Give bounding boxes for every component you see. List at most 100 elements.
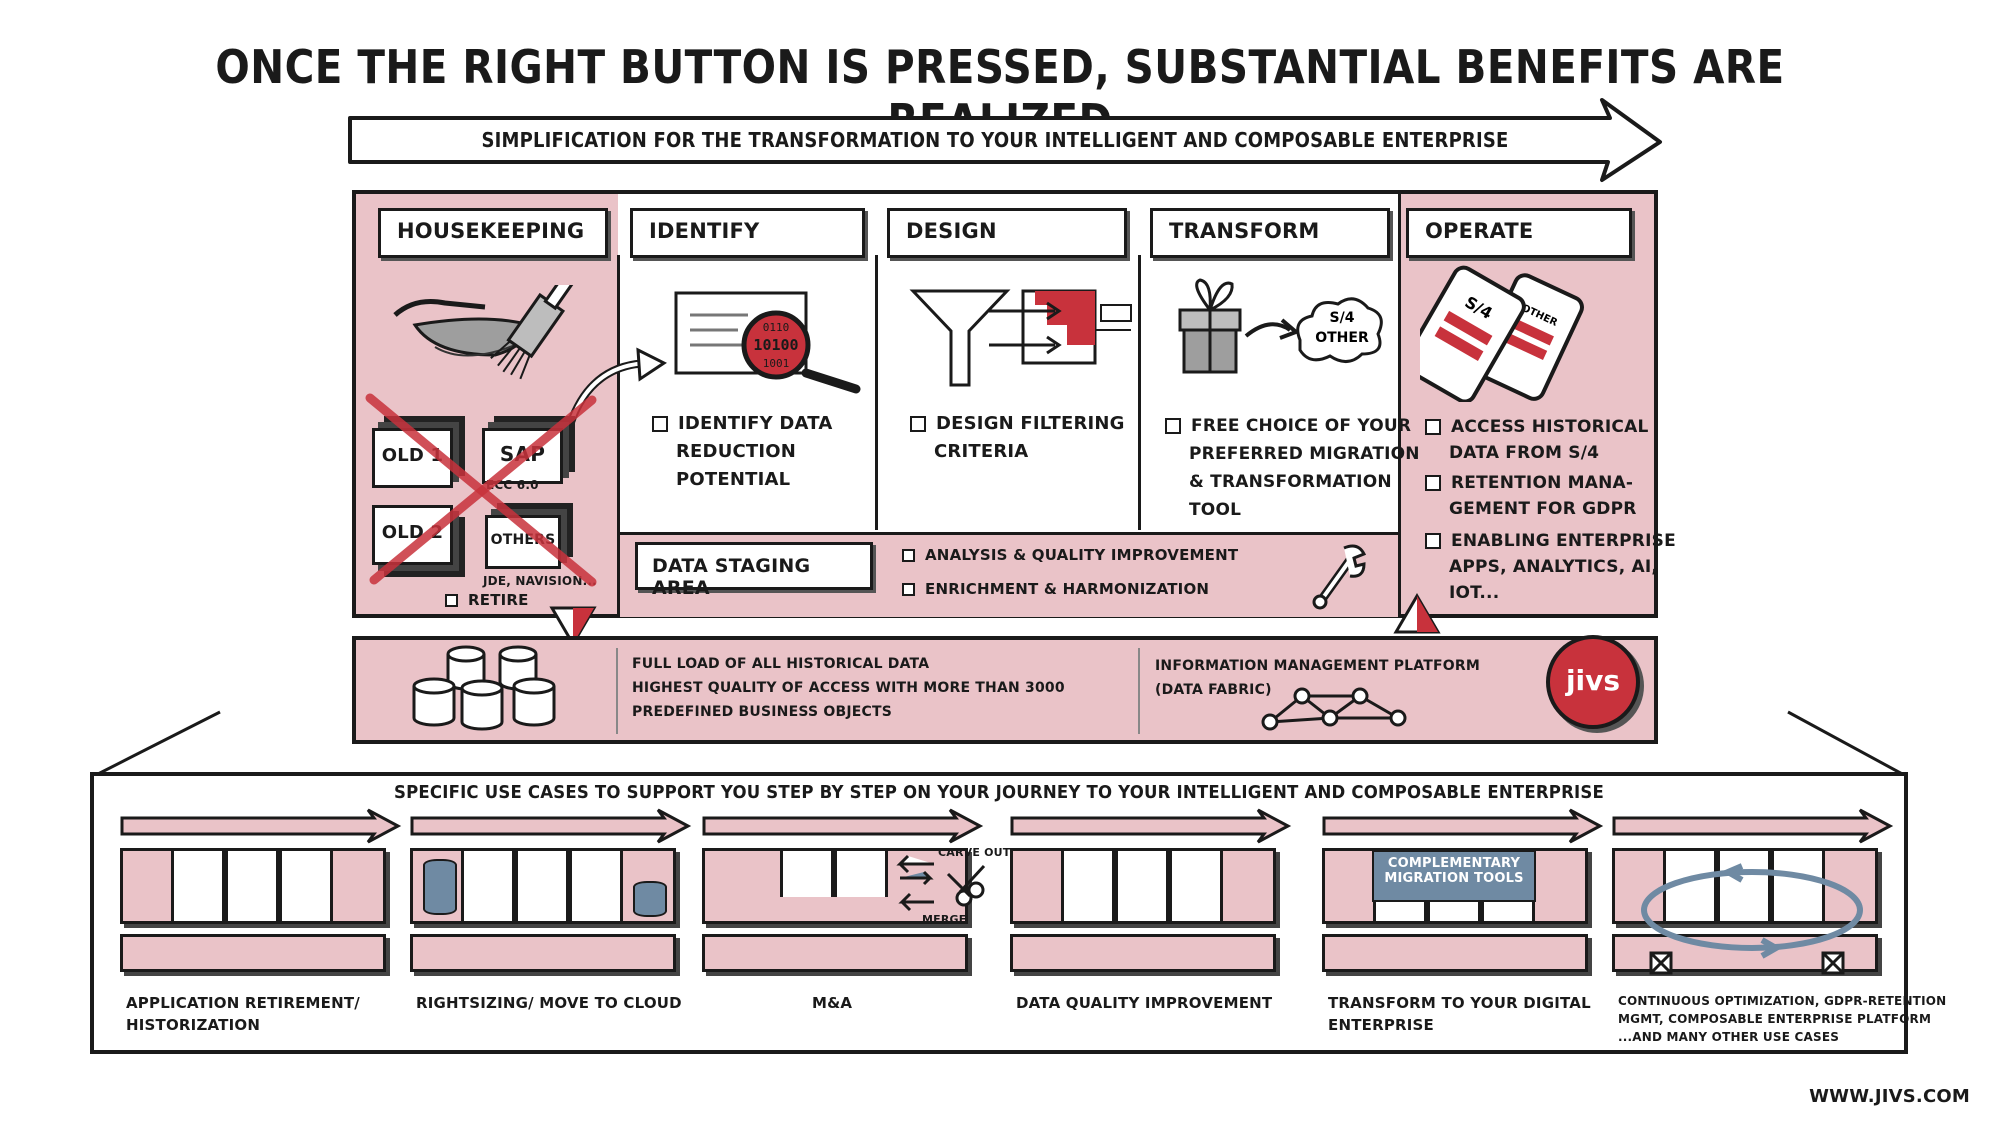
merge-label: MERGE <box>922 913 967 926</box>
binary-line: 0110 <box>763 321 790 334</box>
use-case-arrow <box>702 808 984 844</box>
complementary-tools-box: COMPLEMENTARY MIGRATION TOOLS <box>1372 850 1536 902</box>
use-case-cell <box>279 851 333 921</box>
staging-items: ANALYSIS & QUALITY IMPROVEMENT ENRICHMEN… <box>902 538 1238 606</box>
phase-transform-label: TRANSFORM <box>1150 208 1390 258</box>
use-case-cell <box>569 851 623 921</box>
cylinder-icon <box>423 859 457 915</box>
others-subtitle: JDE, NAVISION... <box>483 574 597 588</box>
banner-text: SIMPLIFICATION FOR THE TRANSFORMATION TO… <box>481 128 1509 152</box>
use-case-cell <box>780 851 834 897</box>
operate-item: ENABLING ENTERPRISE <box>1425 528 1676 554</box>
binary-line: 10100 <box>753 336 798 354</box>
use-case-label: RIGHTSIZING/ MOVE TO CLOUD <box>416 994 682 1012</box>
phase-operate-label: OPERATE <box>1406 208 1632 258</box>
down-triangle-icon <box>549 606 597 647</box>
use-cases-heading: SPECIFIC USE CASES TO SUPPORT YOU STEP B… <box>393 782 1605 803</box>
wrench-icon <box>1312 544 1367 610</box>
phase-identify-label: IDENTIFY <box>630 208 865 258</box>
checkbox-icon <box>1425 533 1441 549</box>
scissors-arrows-icon <box>896 854 986 912</box>
carve-out-label: CARVE OUT <box>938 846 1011 859</box>
use-case-base-bar <box>120 934 386 972</box>
use-case-arrow <box>1612 808 1894 844</box>
column-divider <box>1398 194 1401 614</box>
cloud-label: OTHER <box>1315 330 1369 346</box>
use-case-base-bar <box>702 934 968 972</box>
platform-right-text: INFORMATION MANAGEMENT PLATFORM (DATA FA… <box>1155 658 1480 698</box>
operate-column <box>1400 194 1654 614</box>
use-case-arrow <box>410 808 692 844</box>
phase-design-label: DESIGN <box>887 208 1127 258</box>
operate-items: ACCESS HISTORICAL DATA FROM S/4 RETENTIO… <box>1425 414 1676 606</box>
use-case-base-bar <box>1010 934 1276 972</box>
use-case-system-block <box>702 848 968 924</box>
red-cross-icon <box>365 393 597 587</box>
platform-divider <box>616 648 618 734</box>
operate-item: RETENTION MANA- <box>1425 470 1676 496</box>
use-case-cell <box>834 851 888 897</box>
retire-item: RETIRE <box>445 588 529 612</box>
staging-label: DATA STAGING AREA <box>635 542 873 599</box>
use-case-cell <box>515 851 569 921</box>
use-case-cell <box>1717 851 1771 921</box>
use-case-cell <box>171 851 225 921</box>
use-case-cell <box>1771 851 1825 921</box>
checkbox-icon <box>910 416 926 432</box>
use-case-system-block <box>1010 848 1276 924</box>
tablets-icon: OTHER S/4 <box>1420 265 1584 402</box>
use-case-label: M&A <box>812 994 853 1012</box>
use-case-label: APPLICATION RETIREMENT/HISTORIZATION <box>126 994 360 1034</box>
cloud-label: S/4 <box>1330 310 1355 326</box>
checkbox-icon <box>1425 419 1441 435</box>
checkbox-icon <box>1165 418 1181 434</box>
staging-item: ENRICHMENT & HARMONIZATION <box>902 572 1238 606</box>
platform-strip <box>352 636 1658 744</box>
use-case-cell <box>461 851 515 921</box>
use-case-label: DATA QUALITY IMPROVEMENT <box>1016 994 1273 1012</box>
use-case-cell <box>1169 851 1223 921</box>
operate-item: ACCESS HISTORICAL <box>1425 414 1676 440</box>
up-triangle-icon <box>1393 593 1441 634</box>
identify-item: IDENTIFY DATA REDUCTION POTENTIAL <box>652 410 832 494</box>
use-case-cell <box>225 851 279 921</box>
crossed-box-icon <box>1649 951 1673 975</box>
database-stack-icon <box>412 645 556 731</box>
footer-url[interactable]: WWW.JIVS.COM <box>1809 1086 1970 1107</box>
use-case-arrow <box>120 808 402 844</box>
column-divider <box>617 255 620 615</box>
use-case-arrow <box>1322 808 1604 844</box>
column-divider <box>875 255 878 530</box>
phase-housekeeping-label: HOUSEKEEPING <box>378 208 608 258</box>
design-item: DESIGN FILTERING CRITERIA <box>910 410 1125 466</box>
cylinder-icon <box>633 881 667 917</box>
checkbox-icon <box>445 594 458 607</box>
network-graph-icon <box>1261 687 1407 731</box>
use-case-cell <box>1115 851 1169 921</box>
use-case-system-block <box>410 848 676 924</box>
jivs-logo: jivs <box>1546 635 1640 729</box>
use-cases-panel <box>90 772 1908 1054</box>
gift-cloud-icon: S/4 OTHER <box>1178 278 1383 374</box>
use-case-system-block <box>120 848 386 924</box>
checkbox-icon <box>902 549 915 562</box>
binary-line: 1001 <box>763 357 790 370</box>
dustpan-brush-icon <box>393 285 582 380</box>
column-divider <box>1138 255 1141 530</box>
platform-divider <box>1138 648 1140 734</box>
staging-item: ANALYSIS & QUALITY IMPROVEMENT <box>902 538 1238 572</box>
use-case-cell <box>1061 851 1115 921</box>
magnifier-document-icon: 0110 10100 1001 <box>674 291 861 394</box>
crossed-box-icon <box>1821 951 1845 975</box>
funnel-filter-icon <box>909 289 1132 387</box>
platform-left-text: FULL LOAD OF ALL HISTORICAL DATA HIGHEST… <box>632 656 1065 720</box>
transform-item: FREE CHOICE OF YOUR PREFERRED MIGRATION … <box>1165 412 1420 524</box>
checkbox-icon <box>652 416 668 432</box>
checkbox-icon <box>1425 475 1441 491</box>
use-case-arrow <box>1010 808 1292 844</box>
use-case-base-bar <box>410 934 676 972</box>
use-case-system-block <box>1612 848 1878 924</box>
banner-arrow <box>348 98 1662 182</box>
